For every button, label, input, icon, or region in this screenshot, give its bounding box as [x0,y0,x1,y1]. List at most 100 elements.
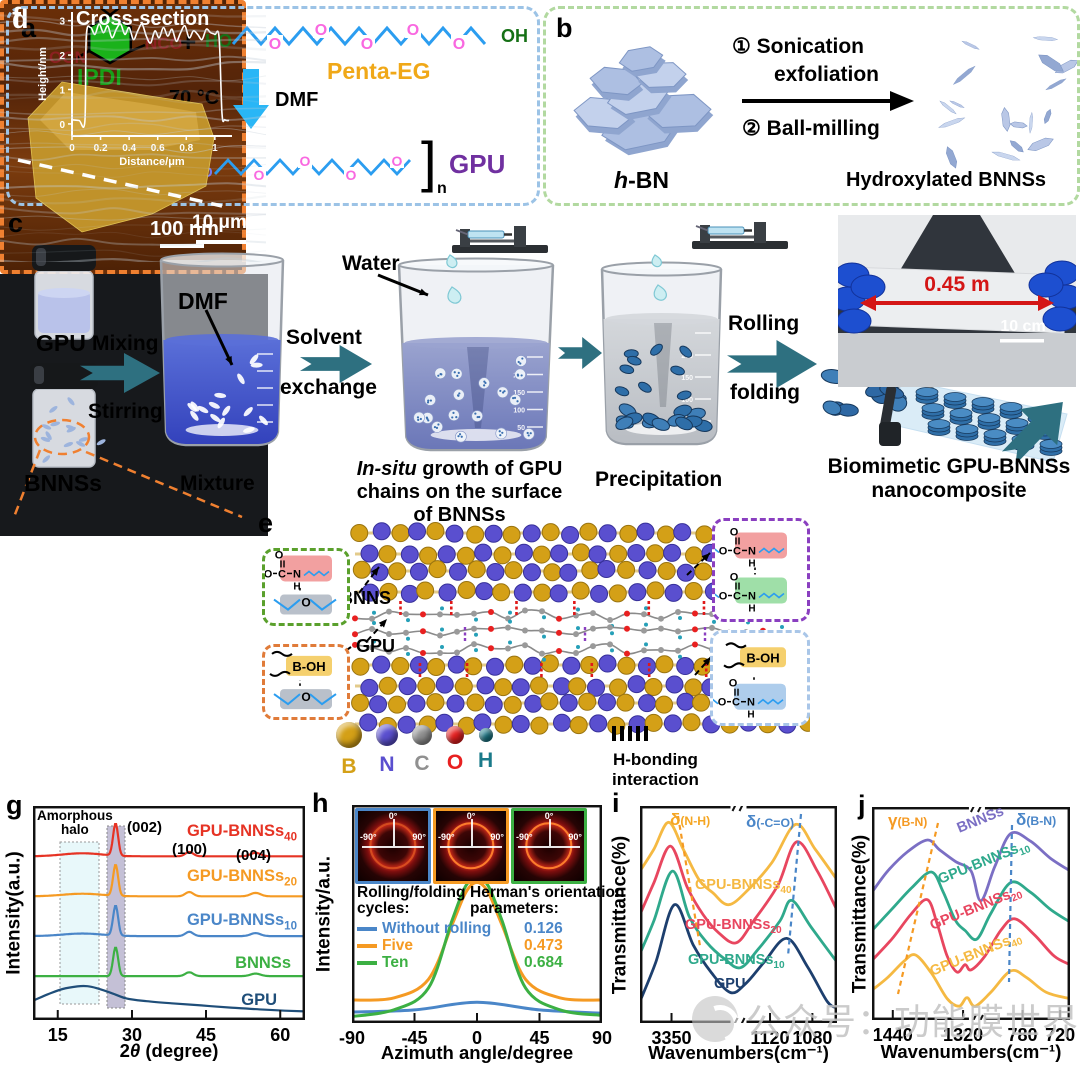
svg-text:O: O [719,545,728,557]
svg-text:C: C [732,697,740,709]
svg-text:N: N [747,697,755,709]
bnnss-vial-label: BNNSs [24,470,102,496]
svg-text:Distance/μm: Distance/μm [119,156,185,168]
svg-text:O: O [265,568,273,580]
svg-text:OCN: OCN [49,48,87,67]
afm-scalebar [160,244,204,248]
svg-text:O: O [719,591,728,603]
panel-a-label: a [21,13,37,43]
svg-text:H: H [293,581,300,592]
svg-text:0: 0 [59,120,65,131]
folding-label: folding [730,381,800,404]
precipitation-label: Precipitation [595,468,723,491]
svg-text:H: H [748,558,755,569]
svg-text:1: 1 [59,86,65,97]
dmf-label: DMF [178,288,228,314]
panel-b-label: b [556,13,573,43]
svg-text:0.8: 0.8 [179,143,193,154]
svg-text:NCO: NCO [145,34,183,53]
panel-j-label: j [858,790,866,820]
svg-text:N: N [293,568,301,580]
svg-text:1: 1 [212,143,218,154]
svg-text:150: 150 [513,390,525,397]
svg-text:B-OH: B-OH [292,659,325,674]
svg-text:OH: OH [501,26,528,46]
svg-text:150: 150 [681,375,693,382]
svg-text:H: H [747,710,754,721]
svg-text:O: O [254,167,265,183]
svg-text:C: C [733,545,741,557]
sonication-step: ① Sonication [732,35,864,58]
process-flow-art: 2001501005020015010050 [12,222,1068,519]
exfoliation-step: exfoliation [774,63,880,86]
panel-g-label: g [6,790,23,820]
panel-c-label: c [8,208,24,238]
svg-text:0: 0 [69,143,75,154]
gpu-vial-label: GPU [36,330,86,356]
bnns-gpu-structure-art [314,522,810,735]
panel-e-label: e [258,508,274,538]
stirring-label: Stirring [88,400,163,423]
svg-text:N: N [748,591,756,603]
water-label: Water [342,252,400,275]
svg-text:O: O [269,36,281,53]
svg-text:O: O [301,596,310,610]
mixture-label: Mixture [180,472,255,495]
afm-scalebar-label: 100 nm [150,218,219,240]
g-plot-area [32,805,306,1021]
svg-text:C: C [278,568,286,580]
svg-text:O: O [315,22,327,39]
svg-text:2: 2 [59,51,65,62]
svg-text:O: O [730,572,739,584]
svg-text:Penta-EG: Penta-EG [327,58,431,84]
svg-text:B-OH: B-OH [746,650,779,665]
hbn-label: h-BN [614,167,669,193]
svg-text:n: n [437,180,447,197]
svg-text:O: O [407,22,419,39]
svg-text:O: O [301,690,310,704]
svg-text:O: O [361,36,373,53]
panel-b-exfoliation-scheme: b ① Sonication exfoliation ② Ball-millin… [543,6,1080,206]
svg-text:O: O [275,551,284,561]
exchange-label: exchange [280,376,377,399]
svg-text:]: ] [421,130,437,193]
svg-text:DMF: DMF [275,89,318,111]
svg-text:O: O [730,526,739,538]
svg-text:0.4: 0.4 [122,143,136,154]
svg-text:N: N [748,545,756,557]
svg-text:100: 100 [681,397,693,404]
hydroxylated-bnnss-label: Hydroxylated BNNSs [846,169,1047,191]
svg-text:Height/nm: Height/nm [37,47,49,101]
svg-text:50: 50 [517,425,525,432]
gpu-pointer-label: GPU [356,636,396,656]
svg-text:O: O [346,167,357,183]
svg-text:H: H [748,604,755,615]
rolling-label: Rolling [728,312,800,335]
hbn-exfoliation-art [573,36,1077,169]
svg-text:O: O [392,153,403,169]
waxs-inset-0: 0°-90°90° [355,808,431,884]
svg-text:0.6: 0.6 [151,143,165,154]
svg-text:0.45 m: 0.45 m [924,273,989,296]
j-plot-area [870,801,1071,1026]
svg-text:O: O [718,697,727,709]
solvent-label: Solvent [286,326,362,349]
svg-text:0.2: 0.2 [94,143,108,154]
ballmilling-step: ② Ball-milling [742,117,880,140]
film-photo-art: 0.45 m10 cm [830,215,1080,387]
svg-text:O: O [729,678,738,690]
hbond-inset-1: B-OH O [262,644,350,720]
